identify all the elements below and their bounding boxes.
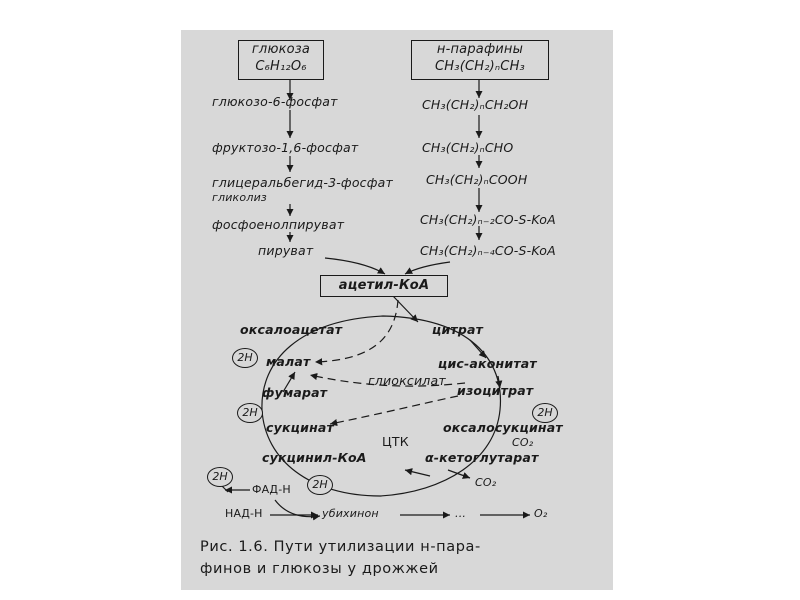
2h-circle-succinate: 2H bbox=[237, 403, 263, 423]
acyl-coa-n-2: CH₃(CH₂)ₙ₋₂CO-S-KoA bbox=[420, 212, 556, 227]
arrow-citrate-aconitate bbox=[469, 339, 487, 359]
tca-label: ЦТК bbox=[382, 434, 409, 449]
fatty-aldehyde: CH₃(CH₂)ₙCHO bbox=[422, 140, 514, 155]
fatty-acid: CH₃(CH₂)ₙCOOH bbox=[426, 172, 528, 187]
tca-cycle-ring bbox=[261, 315, 502, 497]
chain-dots: ... bbox=[455, 507, 467, 520]
arrow-fumarate-malate bbox=[282, 371, 296, 393]
2h-circle-isocitrate: 2H bbox=[532, 403, 558, 423]
succinyl-coa: сукцинил-КоА bbox=[262, 450, 367, 465]
glyoxylate: глиоксилат bbox=[368, 373, 446, 388]
isocitrate: изоцитрат bbox=[457, 383, 534, 398]
fumarate: фумарат bbox=[262, 385, 328, 400]
2h-circle-succinyl: 2H bbox=[307, 475, 333, 495]
fad-h: ФАД-Н bbox=[252, 483, 291, 496]
fructose-1-6-phosphate: фруктозо-1,6-фосфат bbox=[212, 140, 359, 155]
nad-h: НАД-Н bbox=[225, 507, 263, 520]
paraffins-formula: CH₃(CH₂)ₙCH₃ bbox=[435, 59, 525, 74]
cis-aconitate: цис-аконитат bbox=[438, 356, 537, 371]
oxaloacetate: оксалоацетат bbox=[240, 322, 343, 337]
glucose-formula: C₆H₁₂O₆ bbox=[255, 59, 307, 74]
caption-line-2: финов и глюкозы у дрожжей bbox=[200, 561, 439, 577]
co2-oxalosuccinate: CO₂ bbox=[512, 436, 534, 449]
acetyl-coa-label: ацетил-КоА bbox=[338, 278, 430, 293]
paraffins-label: н-парафины bbox=[436, 42, 524, 57]
figure-panel bbox=[181, 30, 613, 590]
caption-line-1: Рис. 1.6. Пути утилизации н-пара- bbox=[200, 539, 481, 555]
acyl-coa-n-4: CH₃(CH₂)ₙ₋₄CO-S-KoA bbox=[420, 243, 556, 258]
glyceraldehyde-3-phosphate: глицеральбегид-3-фосфат bbox=[212, 175, 393, 190]
co2-ketoglutarate: CO₂ bbox=[475, 476, 497, 489]
ubiquinone: убихинон bbox=[322, 507, 379, 520]
malate: малат bbox=[266, 354, 311, 369]
pyruvate: пируват bbox=[258, 243, 314, 258]
glyoxylate-shunt-isocitrate-glyoxylate bbox=[309, 373, 466, 387]
paraffins-box: н-парафины CH₃(CH₂)ₙCH₃ bbox=[411, 40, 549, 80]
oxygen: O₂ bbox=[534, 507, 548, 520]
arrow-aconitate-isocitrate bbox=[495, 375, 503, 389]
glycolysis-label: гликолиз bbox=[212, 191, 267, 204]
arrow-co2-out bbox=[447, 469, 471, 479]
citrate: цитрат bbox=[432, 322, 484, 337]
arrow-pyruvate-acetylcoa bbox=[324, 257, 386, 275]
phosphoenolpyruvate: фосфоенолпируват bbox=[212, 217, 345, 232]
2h-circle-chain: 2H bbox=[207, 467, 233, 487]
fatty-alcohol: CH₃(CH₂)ₙCH₂OH bbox=[422, 97, 529, 112]
glyoxylate-shunt-isocitrate-succinate bbox=[329, 395, 459, 427]
2h-circle-malate: 2H bbox=[232, 348, 258, 368]
glucose-box: глюкоза C₆H₁₂O₆ bbox=[238, 40, 324, 80]
glucose-label: глюкоза bbox=[251, 42, 311, 57]
succinate: сукцинат bbox=[266, 420, 334, 435]
arrow-fad-nad bbox=[274, 499, 321, 521]
arrow-acylcoa-acetylcoa bbox=[404, 261, 451, 275]
acetyl-coa-box: ацетил-КоА bbox=[320, 275, 448, 297]
glucose-6-phosphate: глюкозо-6-фосфат bbox=[212, 94, 338, 109]
alpha-ketoglutarate: α-кетоглутарат bbox=[425, 450, 539, 465]
oxalosuccinate: оксалосукцинат bbox=[443, 420, 563, 435]
figure-caption: Рис. 1.6. Пути утилизации н-пара- финов … bbox=[200, 536, 600, 580]
arrow-ketoglutarate-succinylcoa bbox=[404, 468, 431, 477]
arrow-acetyl-citrate bbox=[392, 295, 419, 323]
